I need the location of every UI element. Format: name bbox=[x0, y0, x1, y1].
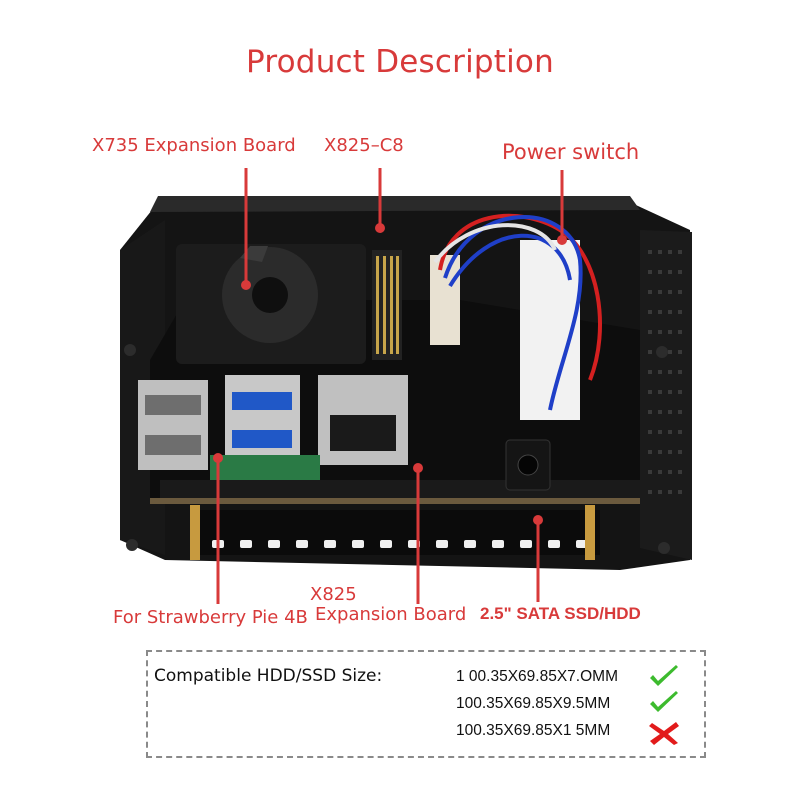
label-x735-expansion-board: X735 Expansion Board bbox=[92, 135, 296, 156]
label-power-switch: Power switch bbox=[502, 140, 640, 164]
callout-lines bbox=[216, 168, 564, 604]
label-x825-expansion-board: Expansion Board bbox=[315, 604, 467, 625]
label-x825: X825 bbox=[310, 584, 357, 605]
green-check-icon bbox=[650, 665, 678, 686]
size-row-7mm: 1 00.35X69.85X7.OMM bbox=[456, 668, 618, 685]
white-connector bbox=[430, 255, 460, 345]
compatibility-box bbox=[146, 650, 706, 758]
red-x-icon bbox=[649, 722, 679, 745]
size-row-9-5mm: 100.35X69.85X9.5MM bbox=[456, 695, 611, 712]
compatibility-label: Compatible HDD/SSD Size: bbox=[154, 666, 383, 686]
page-title: Product Description bbox=[246, 44, 554, 80]
pi-board-edge bbox=[210, 455, 320, 480]
standoff bbox=[190, 505, 200, 560]
label-sata-ssd-hdd: 2.5" SATA SSD/HDD bbox=[480, 604, 641, 623]
gpio-header bbox=[372, 250, 402, 360]
wires bbox=[433, 213, 602, 411]
ethernet-port bbox=[318, 375, 408, 465]
label-strawberry-pie-4b: For Strawberry Pie 4B bbox=[113, 607, 308, 628]
cooling-fan bbox=[176, 244, 366, 364]
standoff bbox=[585, 505, 595, 560]
green-check-icon bbox=[650, 691, 678, 712]
usb-ports bbox=[138, 375, 300, 470]
size-row-15mm: 100.35X69.85X1 5MM bbox=[456, 722, 611, 739]
label-x825-c8: X825–C8 bbox=[324, 135, 404, 156]
